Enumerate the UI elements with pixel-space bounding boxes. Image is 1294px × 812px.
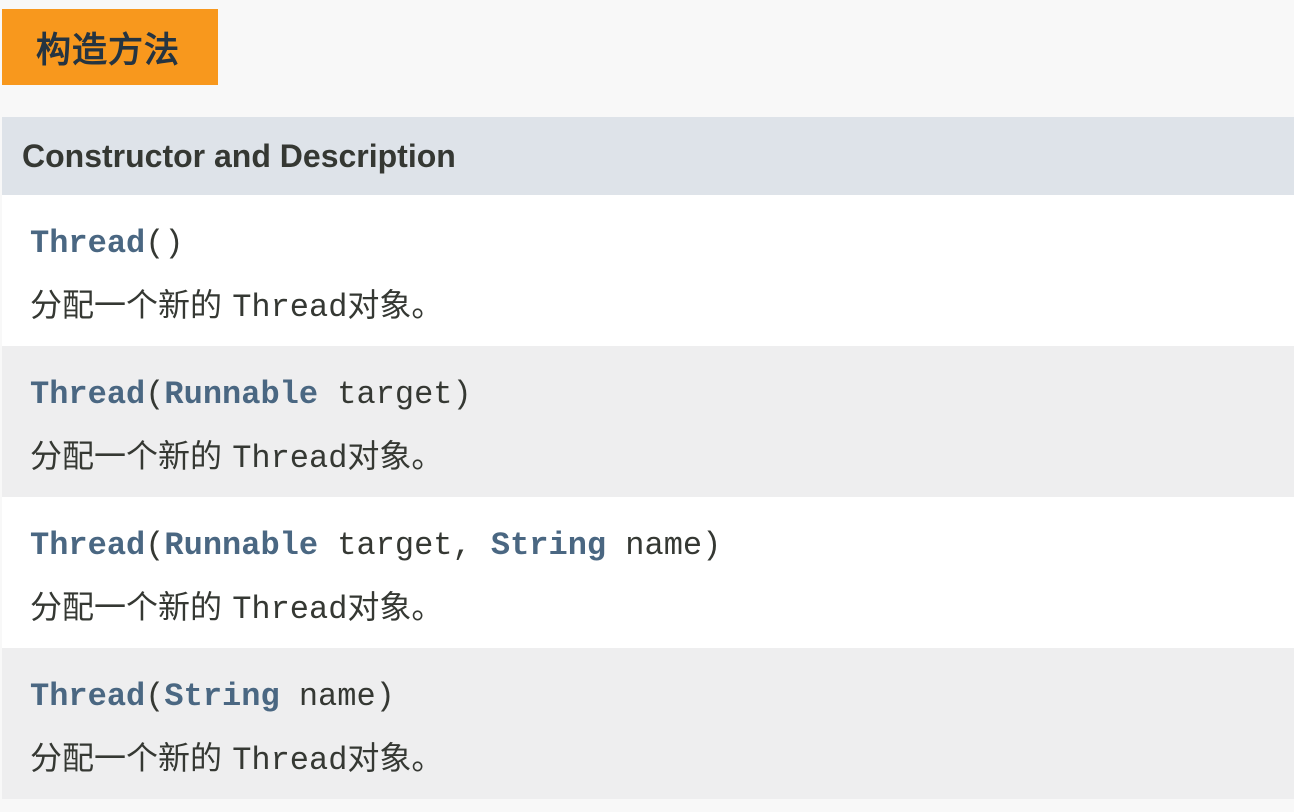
code-text: Thread — [232, 742, 348, 779]
table-row: Thread(Runnable target) 分配一个新的 Thread对象。 — [2, 346, 1294, 497]
table-row: Thread() 分配一个新的 Thread对象。 — [2, 195, 1294, 346]
constructor-link[interactable]: Thread — [30, 678, 146, 715]
constructor-signature: Thread(Runnable target) — [30, 376, 472, 413]
constructor-signature: Thread(Runnable target, String name) — [30, 527, 722, 564]
constructor-description: 分配一个新的 Thread对象。 — [30, 437, 444, 477]
table-header: Constructor and Description — [2, 117, 1294, 195]
section-caption: 构造方法 — [2, 9, 218, 85]
constructor-link[interactable]: Thread — [30, 527, 146, 564]
table-row: Thread(Runnable target, String name) 分配一… — [2, 497, 1294, 648]
type-link-string[interactable]: String — [490, 527, 607, 564]
code-text: Thread — [232, 440, 348, 477]
code-text: Thread — [232, 591, 348, 628]
constructor-signature: Thread(String name) — [30, 678, 395, 715]
type-link-runnable[interactable]: Runnable — [164, 527, 319, 564]
constructor-description: 分配一个新的 Thread对象。 — [30, 286, 444, 326]
constructor-table: Constructor and Description Thread() 分配一… — [2, 117, 1294, 799]
constructor-description: 分配一个新的 Thread对象。 — [30, 739, 444, 779]
type-link-string[interactable]: String — [164, 678, 280, 715]
constructor-link[interactable]: Thread — [30, 376, 146, 413]
constructor-signature: Thread() — [30, 225, 184, 262]
type-link-runnable[interactable]: Runnable — [164, 376, 319, 413]
constructor-link[interactable]: Thread — [30, 225, 146, 262]
constructor-description: 分配一个新的 Thread对象。 — [30, 588, 444, 628]
code-text: Thread — [232, 289, 348, 326]
table-row: Thread(String name) 分配一个新的 Thread对象。 — [2, 648, 1294, 799]
